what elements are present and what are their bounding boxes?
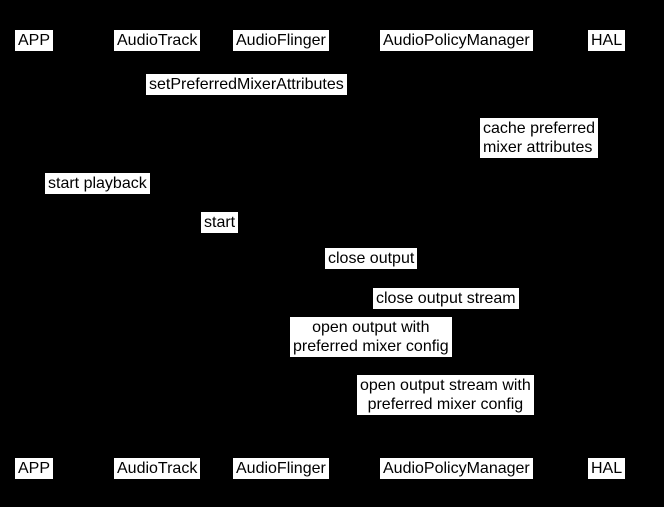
message-cache-preferred-mixer-attributes: cache preferred mixer attributes	[480, 118, 599, 158]
participant-app-bottom: APP	[15, 458, 54, 479]
message-open-output-with-preferred-mixer-config: open output with preferred mixer config	[290, 317, 452, 357]
participant-hal-bottom: HAL	[588, 458, 626, 479]
participant-audiotrack-top: AudioTrack	[114, 30, 201, 51]
message-start-playback: start playback	[45, 173, 150, 194]
participant-audioflinger-top: AudioFlinger	[233, 30, 329, 51]
participant-audiopolicymanager-top: AudioPolicyManager	[380, 30, 533, 51]
message-close-output: close output	[325, 248, 418, 269]
participant-audioflinger-bottom: AudioFlinger	[233, 458, 329, 479]
message-start: start	[201, 212, 239, 233]
message-close-output-stream: close output stream	[373, 288, 519, 309]
participant-hal-top: HAL	[588, 30, 626, 51]
participant-audiopolicymanager-bottom: AudioPolicyManager	[380, 458, 533, 479]
message-open-output-stream-with-preferred-mixer-config: open output stream with preferred mixer …	[357, 375, 534, 415]
message-set-preferred-mixer-attributes: setPreferredMixerAttributes	[146, 74, 347, 95]
participant-app-top: APP	[15, 30, 54, 51]
participant-audiotrack-bottom: AudioTrack	[114, 458, 201, 479]
